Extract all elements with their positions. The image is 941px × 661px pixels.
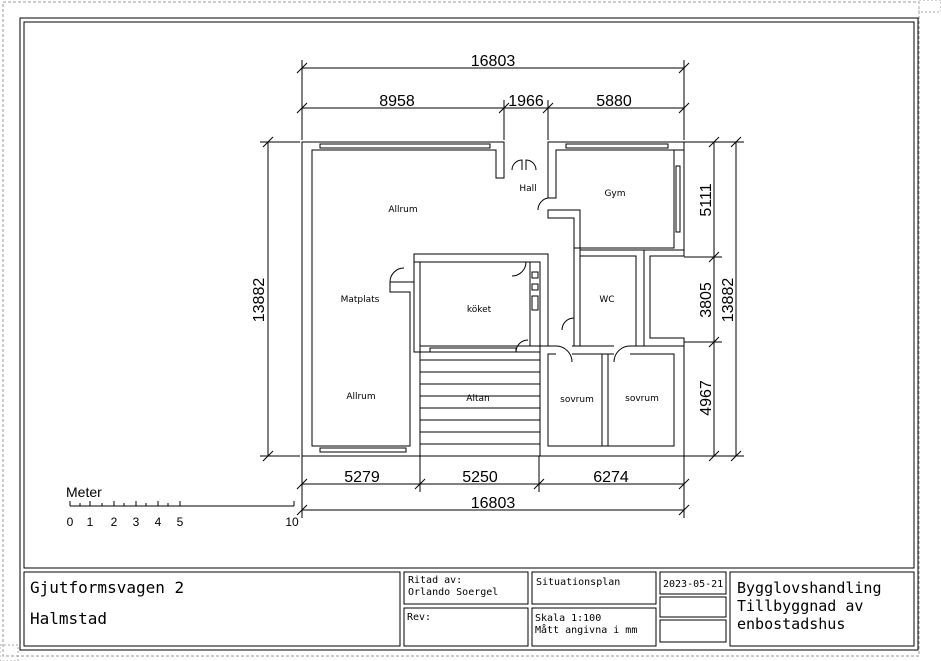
scale-tick-0: 0 (67, 515, 74, 529)
page-corner-mark-bottom (0, 644, 19, 661)
title-block: Gjutformsvagen 2 Halmstad Ritad av: Orla… (23, 571, 915, 647)
purpose-line-2: Tillbyggnad av (737, 597, 863, 615)
dim-right-mid: 3805 (698, 282, 715, 318)
dim-bottom-right: 6274 (593, 469, 629, 486)
kitchen-counter (529, 261, 541, 347)
scale-tick-4: 4 (155, 515, 162, 529)
scale-tick-2: 2 (111, 515, 118, 529)
dim-top-total: 16803 (471, 53, 516, 70)
scale-tick-3: 3 (133, 515, 140, 529)
purpose-line-1: Bygglovshandling (737, 579, 882, 597)
dim-top-left: 8958 (379, 93, 415, 110)
dimensions-top: 16803 8958 1966 5880 (296, 53, 690, 140)
address-line-1: Gjutformsvagen 2 (30, 578, 184, 597)
dim-top-mid: 1966 (508, 93, 544, 110)
scale-bar: Meter 0 1 2 3 4 5 10 (66, 484, 299, 529)
purpose-line-3: enbostadshus (737, 615, 845, 633)
dimensions-bottom: 5279 5250 6274 16803 (296, 456, 690, 518)
dim-top-right: 5880 (596, 93, 632, 110)
room-label-altan: Altan (466, 394, 489, 404)
wall-gym (547, 149, 685, 257)
dimensions-right: 5111 3805 4967 13882 (684, 136, 744, 462)
address-line-2: Halmstad (30, 609, 107, 628)
altan-deck (420, 359, 540, 457)
room-label-allrum-bottom: Allrum (346, 392, 375, 402)
dim-right-height: 13882 (720, 278, 737, 323)
drawn-by-name: Orlando Soergel (408, 587, 498, 598)
scale-tick-10: 10 (285, 515, 299, 529)
units-text: Mått angivna i mm (535, 623, 637, 636)
wall-allrum (301, 141, 505, 457)
room-label-sovrum-1: sovrum (560, 395, 594, 405)
room-label-sovrum-2: sovrum (625, 394, 659, 404)
dim-right-lower: 4967 (698, 380, 715, 416)
dim-right-upper: 5111 (698, 183, 715, 216)
window-gym-top (565, 143, 669, 149)
window-gym-side (675, 165, 681, 233)
sheet-frame-outer (19, 17, 919, 651)
date-text: 2023-05-21 (663, 579, 723, 590)
room-label-wc: WC (599, 295, 614, 305)
scale-tick-5: 5 (177, 515, 184, 529)
room-label-koket: köket (467, 305, 492, 315)
scale-bar-label: Meter (66, 484, 102, 500)
wall-right-notch (643, 249, 685, 347)
drawn-by-label: Ritad av: (408, 575, 462, 586)
rev-label: Rev: (407, 612, 431, 623)
room-label-hall: Hall (519, 184, 536, 194)
floor-plan: Allrum Matplats Allrum köket Altan Hall … (301, 141, 685, 457)
window-allrum-bottom (319, 447, 407, 453)
scale-tick-1: 1 (87, 515, 94, 529)
window-allrum-top (319, 143, 491, 149)
room-label-matplats: Matplats (341, 295, 380, 305)
room-label-gym: Gym (604, 189, 625, 199)
page-border (2, 1, 920, 657)
dim-bottom-total: 16803 (471, 495, 516, 512)
plan-type: Situationsplan (536, 577, 620, 588)
wall-kitchen (413, 253, 549, 353)
dim-bottom-left: 5279 (344, 469, 380, 486)
dimensions-left: 13882 (251, 136, 300, 462)
dim-left-height: 13882 (251, 278, 268, 323)
sheet-frame-inner (23, 21, 915, 569)
window-koket (429, 347, 517, 353)
dim-bottom-mid: 5250 (462, 469, 498, 486)
scale-text: Skala 1:100 (535, 613, 601, 624)
page-corner-mark (918, 0, 941, 13)
room-label-allrum-top: Allrum (388, 205, 417, 215)
